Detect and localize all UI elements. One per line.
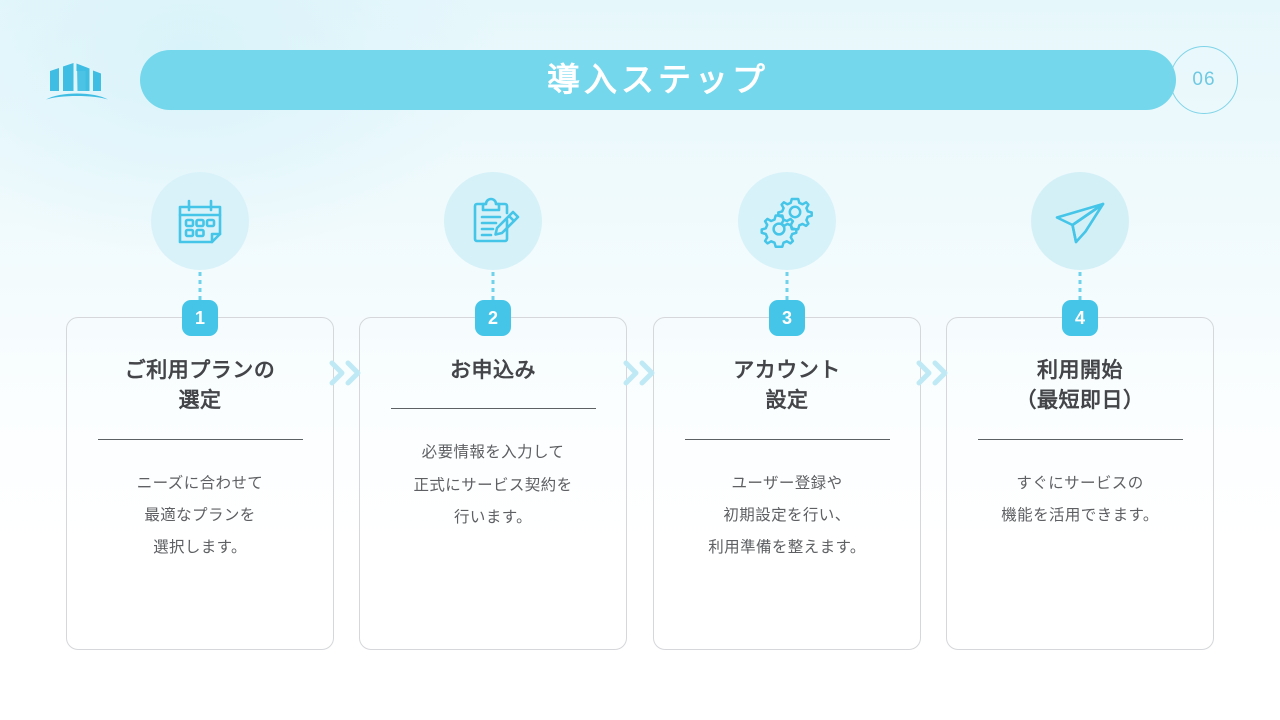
step-number: 4 xyxy=(1074,308,1085,328)
step-card[interactable]: 利用開始 （最短即日） すぐにサービスの 機能を活用できます。 xyxy=(946,317,1214,650)
step-card-body: ニーズに合わせて 最適なプランを 選択します。 xyxy=(136,474,264,557)
step-card[interactable]: ご利用プランの 選定 ニーズに合わせて 最適なプランを 選択します。 xyxy=(66,317,334,650)
step-item-4[interactable]: 4 利用開始 （最短即日） すぐにサービスの 機能を活用できます。 xyxy=(946,160,1214,720)
building-logo-icon xyxy=(44,58,110,104)
step-card-body: ユーザー登録や 初期設定を行い、 利用準備を整えます。 xyxy=(708,474,866,557)
step-number-badge: 4 xyxy=(1062,300,1098,336)
calendar-icon xyxy=(151,172,249,270)
step-card[interactable]: お申込み 必要情報を入力して 正式にサービス契約を 行います。 xyxy=(359,317,627,650)
step-number: 3 xyxy=(781,308,792,328)
slide-title-banner: 導入ステップ xyxy=(140,50,1176,110)
clipboard-pencil-icon xyxy=(444,172,542,270)
step-connector-line xyxy=(1078,272,1082,310)
step-card[interactable]: アカウント 設定 ユーザー登録や 初期設定を行い、 利用準備を整えます。 xyxy=(653,317,921,650)
step-connector-line xyxy=(785,272,789,310)
step-number-badge: 1 xyxy=(182,300,218,336)
step-card-title: お申込み xyxy=(450,359,536,382)
step-connector-line xyxy=(198,272,202,310)
step-item-1[interactable]: 1 ご利用プランの 選定 ニーズに合わせて 最適なプランを 選択します。 xyxy=(66,160,334,720)
page-number-badge: 06 xyxy=(1170,46,1238,114)
slide-header: 導入ステップ 06 xyxy=(0,0,1280,160)
double-chevron-right-icon xyxy=(617,355,663,391)
step-card-divider xyxy=(390,408,596,410)
page-title: 導入ステップ xyxy=(547,60,769,98)
paper-plane-icon xyxy=(1031,172,1129,270)
page-number: 06 xyxy=(1192,69,1216,90)
double-chevron-right-icon xyxy=(910,355,956,391)
step-card-divider xyxy=(977,438,1183,440)
step-item-2[interactable]: 2 お申込み 必要情報を入力して 正式にサービス契約を 行います。 xyxy=(359,160,627,720)
step-card-title: アカウント 設定 xyxy=(733,359,841,413)
steps-row: 1 ご利用プランの 選定 ニーズに合わせて 最適なプランを 選択します。 xyxy=(0,160,1280,720)
step-card-body: すぐにサービスの 機能を活用できます。 xyxy=(1001,474,1159,524)
step-number: 2 xyxy=(487,308,498,328)
step-number-badge: 3 xyxy=(769,300,805,336)
step-number: 1 xyxy=(194,308,205,328)
gears-icon xyxy=(738,172,836,270)
step-number-badge: 2 xyxy=(475,300,511,336)
step-card-body: 必要情報を入力して 正式にサービス契約を 行います。 xyxy=(413,444,573,526)
double-chevron-right-icon xyxy=(323,355,369,391)
step-item-3[interactable]: 3 アカウント 設定 ユーザー登録や 初期設定を行い、 利用準備を整えます。 xyxy=(653,160,921,720)
step-card-title: ご利用プランの 選定 xyxy=(124,359,276,413)
step-card-divider xyxy=(684,438,890,440)
step-connector-line xyxy=(491,272,495,310)
step-card-divider xyxy=(97,438,303,440)
step-card-title: 利用開始 （最短即日） xyxy=(1015,359,1145,413)
